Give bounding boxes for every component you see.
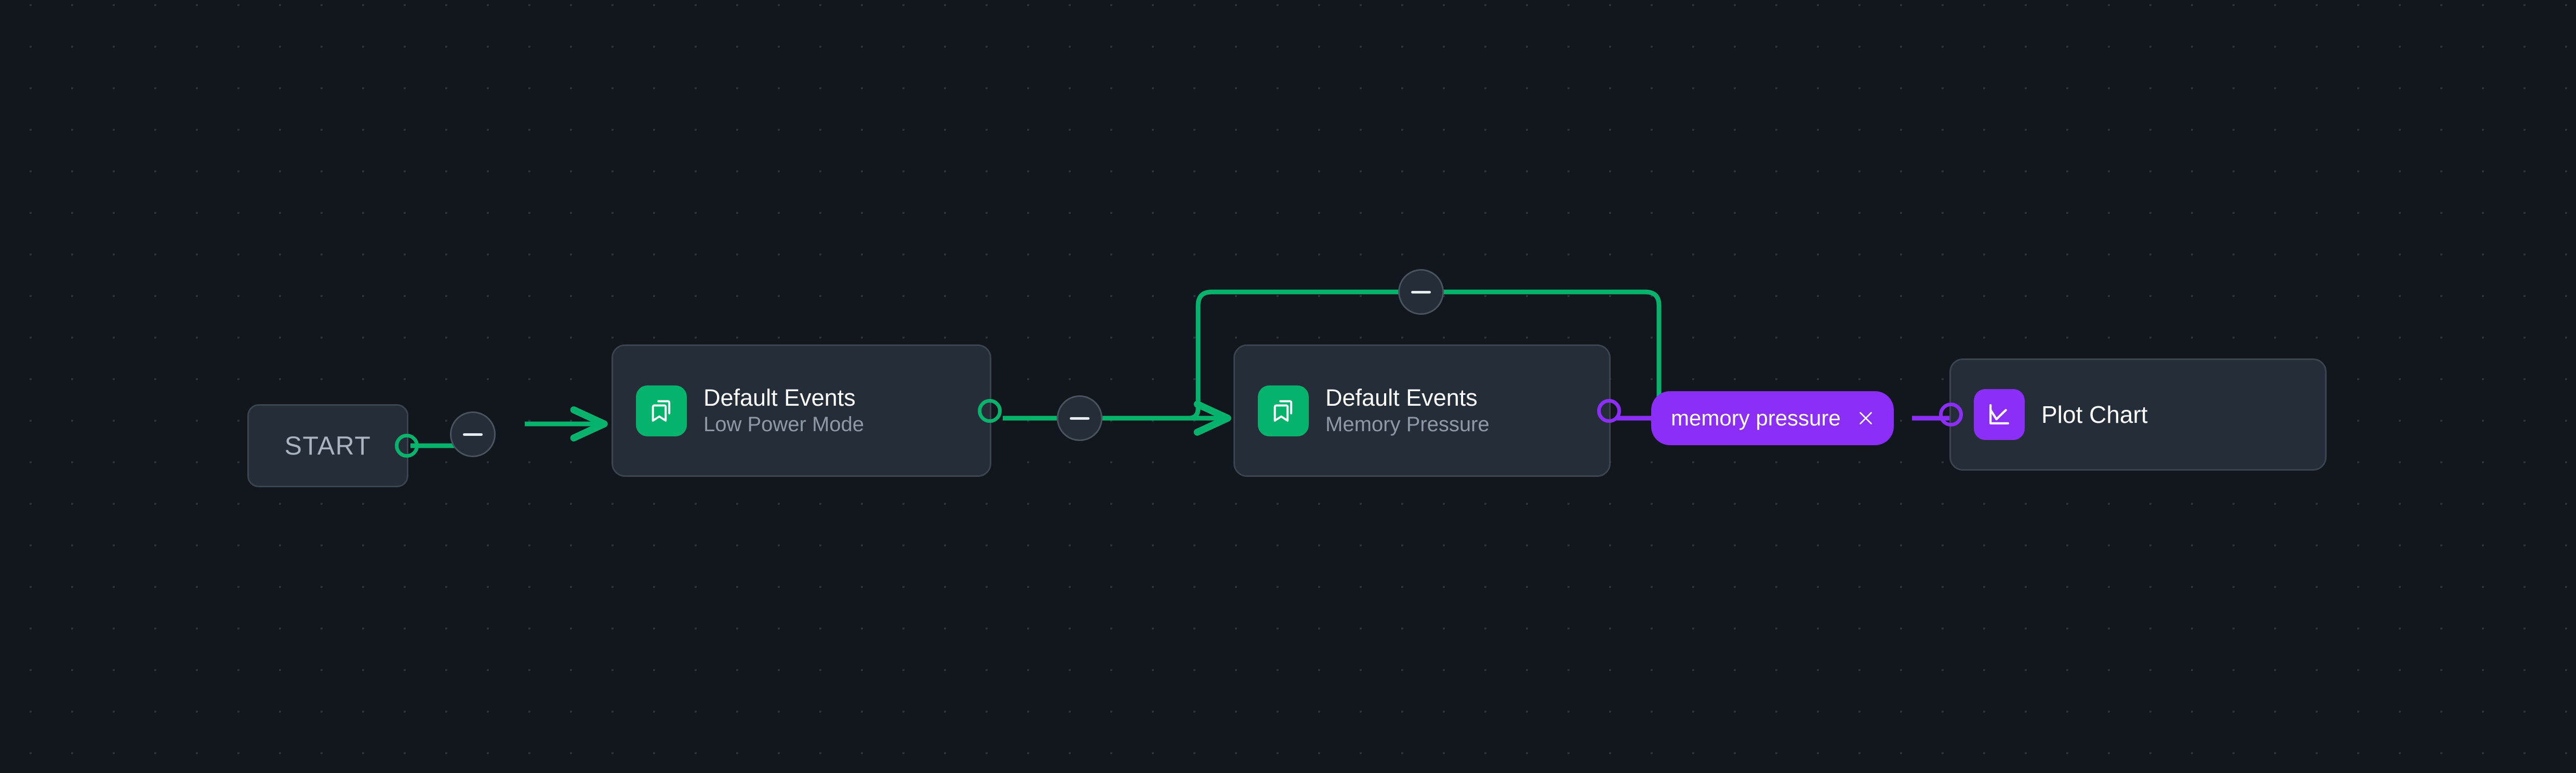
bookmarks-icon [1258, 385, 1309, 436]
node-text-block: Default Events Low Power Mode [703, 385, 864, 435]
close-icon[interactable] [1855, 408, 1876, 429]
node-start-label: START [284, 431, 371, 460]
bookmarks-icon [636, 385, 687, 436]
edge-button-start-to-low-power[interactable] [450, 411, 496, 457]
node-plot-chart[interactable]: Plot Chart [1939, 358, 2327, 471]
node-text-block: Default Events Memory Pressure [1325, 385, 1490, 435]
node-default-events-low-power[interactable]: Default Events Low Power Mode [612, 344, 1002, 477]
node-title: Plot Chart [2041, 401, 2148, 428]
edge-button-low-power-to-memory[interactable] [1057, 395, 1103, 441]
node-title: Default Events [1325, 384, 1478, 411]
badge-label: memory pressure [1671, 406, 1841, 430]
node-default-events-memory-pressure[interactable]: Default Events Memory Pressure [1233, 344, 1621, 477]
badge-memory-pressure[interactable]: memory pressure [1651, 391, 1894, 445]
line-chart-icon [1974, 389, 2025, 440]
node-subtitle: Memory Pressure [1325, 413, 1490, 436]
minus-icon [463, 433, 483, 436]
port-low-power-output[interactable] [978, 398, 1002, 423]
port-plot-chart-input[interactable] [1939, 403, 1963, 427]
minus-icon [1070, 417, 1090, 420]
port-memory-output[interactable] [1597, 398, 1621, 423]
node-start[interactable]: START [247, 404, 419, 487]
edge-button-loopback[interactable] [1398, 269, 1444, 315]
node-title: Default Events [703, 384, 856, 411]
node-subtitle: Low Power Mode [703, 413, 865, 436]
port-start-output[interactable] [395, 434, 419, 458]
minus-icon [1411, 290, 1431, 294]
node-text-block: Plot Chart [2041, 401, 2148, 429]
